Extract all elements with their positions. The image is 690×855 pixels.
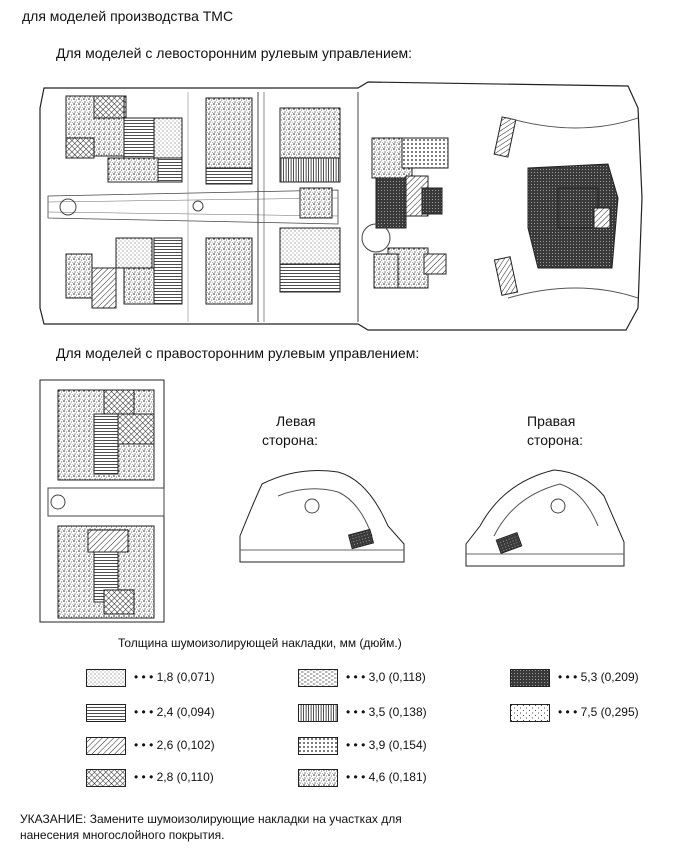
legend-label: • • • 1,8 (0,071) (134, 670, 215, 684)
lhd-floor-diagram (39, 81, 643, 331)
legend-swatch-dots-mix (298, 769, 338, 787)
rhd-title: Для моделей с правосторонним рулевым упр… (56, 345, 420, 361)
note-line2: нанесения многослойного покрытия. (20, 828, 225, 842)
note-line1: УКАЗАНИЕ: Замените шумоизолирующие накла… (20, 812, 402, 826)
legend-label: • • • 4,6 (0,181) (346, 770, 427, 784)
legend-label: • • • 2,6 (0,102) (134, 738, 215, 752)
legend-swatch-dashes (298, 669, 338, 687)
legend-label: • • • 2,8 (0,110) (134, 770, 214, 784)
legend-swatch-diag (86, 737, 126, 755)
legend-swatch-hlines (86, 704, 126, 722)
legend-swatch-vlines (298, 704, 338, 722)
lhd-title: Для моделей с левосторонним рулевым упра… (56, 45, 413, 61)
legend-label: • • • 2,4 (0,094) (134, 705, 215, 719)
legend-title: Толщина шумоизолирующей накладки, мм (дю… (118, 636, 402, 650)
right-side-label-line2: сторона: (527, 432, 584, 448)
legend-label: • • • 5,3 (0,209) (558, 670, 639, 684)
right-side-label-line1: Правая (527, 413, 576, 429)
legend-swatch-dots-sparse (510, 704, 550, 722)
rhd-floor-diagram (39, 379, 165, 623)
legend-label: • • • 7,5 (0,295) (558, 705, 639, 719)
legend-label: • • • 3,5 (0,138) (346, 705, 427, 719)
legend-swatch-cross (86, 769, 126, 787)
left-side-label-line1: Левая (276, 413, 316, 429)
legend-label: • • • 3,9 (0,154) (346, 738, 427, 752)
left-side-detail-diagram (239, 470, 405, 563)
legend-swatch-dots-fine (86, 669, 126, 687)
tmc-models-heading: для моделей производства TMC (22, 8, 234, 24)
legend-label: • • • 3,0 (0,118) (346, 670, 426, 684)
right-side-detail-diagram (465, 469, 625, 567)
legend-swatch-dark (510, 669, 550, 687)
left-side-label-line2: сторона: (262, 432, 319, 448)
legend-swatch-dots-med (298, 737, 338, 755)
